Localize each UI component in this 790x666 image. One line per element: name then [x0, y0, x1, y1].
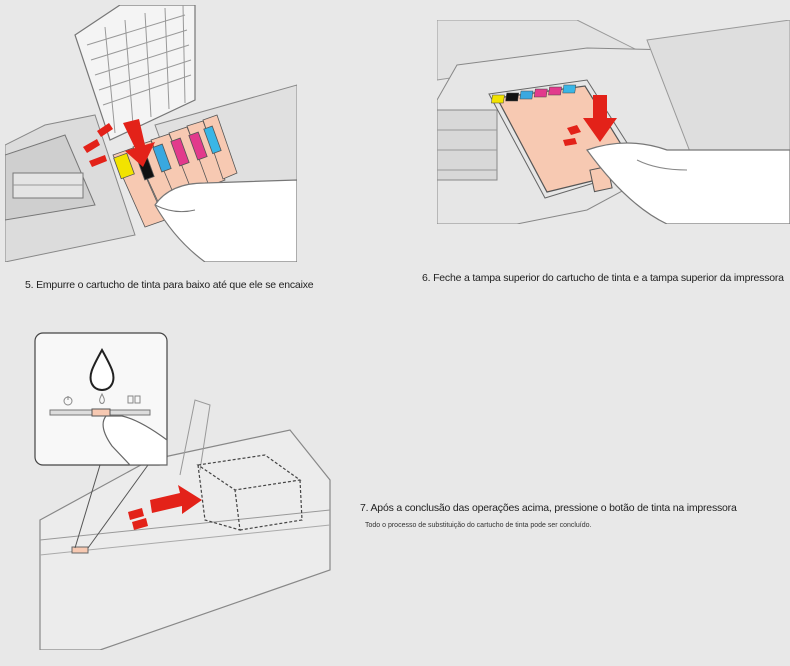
step-5-drawing: [5, 5, 297, 262]
step-6-drawing: [437, 20, 790, 224]
step-7-illustration: [30, 330, 335, 650]
cartridge-cover-outline: [196, 454, 303, 531]
step-7-caption: 7. Após a conclusão das operações acima,…: [360, 502, 737, 514]
paper-icon: [127, 395, 134, 404]
ink-color-strip: [491, 84, 577, 104]
control-panel-callout: [34, 332, 168, 466]
push-arrow-icon: [83, 119, 155, 167]
step-5-caption: 5. Empurre o cartucho de tinta para baix…: [25, 279, 314, 291]
step-5-illustration: [5, 5, 297, 262]
ink-button-on-printer: [71, 546, 89, 554]
small-ink-drop-icon: [99, 392, 105, 404]
step-7-note: Todo o processo de substituição do cartu…: [365, 522, 592, 529]
push-arrow-icon: [563, 95, 617, 146]
step-6-caption: 6. Feche a tampa superior do cartucho de…: [422, 272, 784, 284]
ink-drop-icon: [89, 347, 115, 391]
push-arrow-icon: [128, 485, 202, 530]
step-7-drawing: [30, 330, 335, 650]
step-6-illustration: [437, 20, 790, 224]
